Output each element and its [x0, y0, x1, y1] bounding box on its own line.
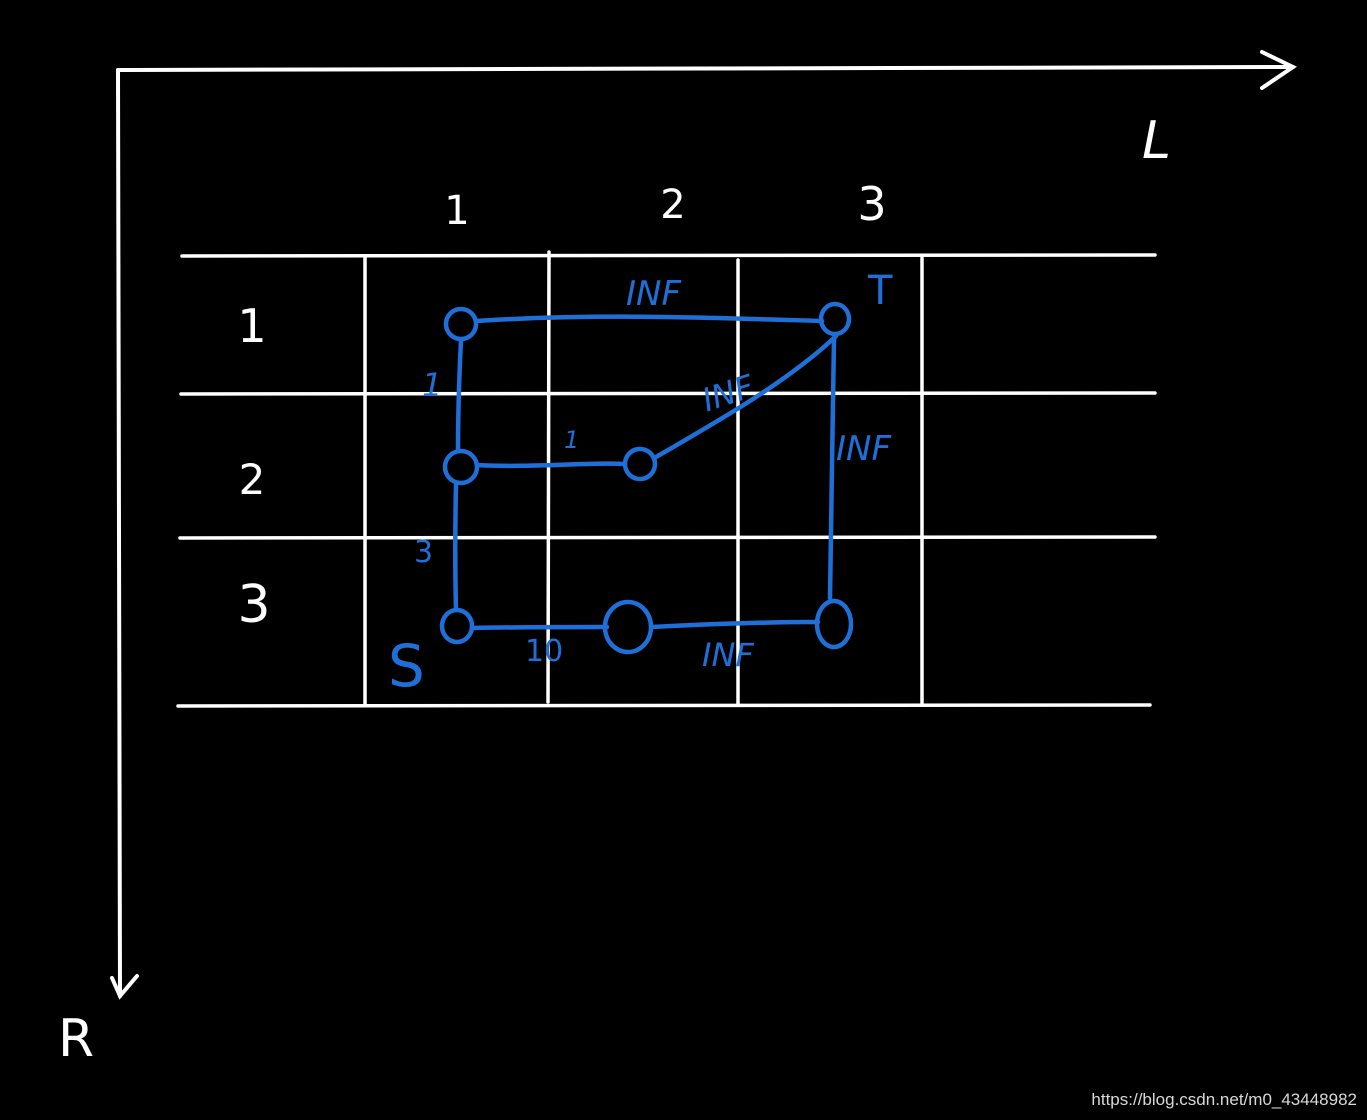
- horizontal-axis-label: L: [1142, 111, 1171, 171]
- edge-bottom-right-weight: INF: [702, 636, 754, 674]
- row-header-3: 3: [237, 575, 270, 635]
- row-header-1: 1: [237, 299, 266, 353]
- sink-label: T: [867, 268, 893, 314]
- edge-left-upper: [455, 337, 464, 453]
- row-header-2: 2: [239, 455, 266, 504]
- edge-diagonal: [653, 333, 839, 460]
- horizontal-axis: [116, 65, 1295, 72]
- edge-top: [473, 314, 825, 324]
- edge-left-lower: [453, 482, 459, 613]
- edge-bottom-left: [469, 624, 610, 631]
- source-label: S: [388, 632, 425, 700]
- edge-diagonal-weight: INF: [697, 367, 759, 419]
- grid-row-line-2: [179, 391, 1157, 396]
- edge-bottom-right: [649, 619, 821, 630]
- watermark-text: https://blog.csdn.net/m0_43448982: [1091, 1090, 1357, 1109]
- node-r1-c1: [443, 306, 479, 342]
- grid-row-line-top: [180, 253, 1157, 258]
- edge-bottom-left-weight: 10: [525, 634, 563, 669]
- vertical-axis-arrowhead: [110, 974, 139, 1000]
- node-source: [439, 607, 475, 645]
- edge-middle: [474, 461, 627, 469]
- vertical-axis: [116, 68, 122, 998]
- edge-right-weight: INF: [836, 429, 891, 469]
- node-r2-c2: [622, 446, 658, 482]
- edge-middle-weight: 1: [564, 426, 579, 454]
- edge-right: [827, 335, 837, 601]
- column-header-3: 3: [857, 177, 886, 231]
- grid-row-line-3: [178, 535, 1157, 540]
- column-header-1: 1: [444, 188, 469, 234]
- edge-left-lower-weight: 3: [414, 535, 433, 570]
- node-r3-c3: [814, 598, 854, 650]
- graph-edges: [453, 314, 839, 631]
- node-r2-c1: [442, 448, 480, 486]
- column-header-2: 2: [660, 182, 685, 228]
- edge-top-weight: INF: [626, 274, 681, 314]
- vertical-axis-label: R: [58, 1009, 94, 1069]
- grid: [176, 250, 1157, 708]
- node-sink: [818, 301, 852, 337]
- horizontal-axis-arrowhead: [1260, 50, 1297, 90]
- node-r3-c2: [602, 599, 654, 655]
- graph-nodes: [439, 301, 854, 655]
- edge-left-upper-weight: 1: [422, 366, 442, 404]
- axes: [110, 50, 1297, 1000]
- grid-row-line-bottom: [176, 703, 1152, 708]
